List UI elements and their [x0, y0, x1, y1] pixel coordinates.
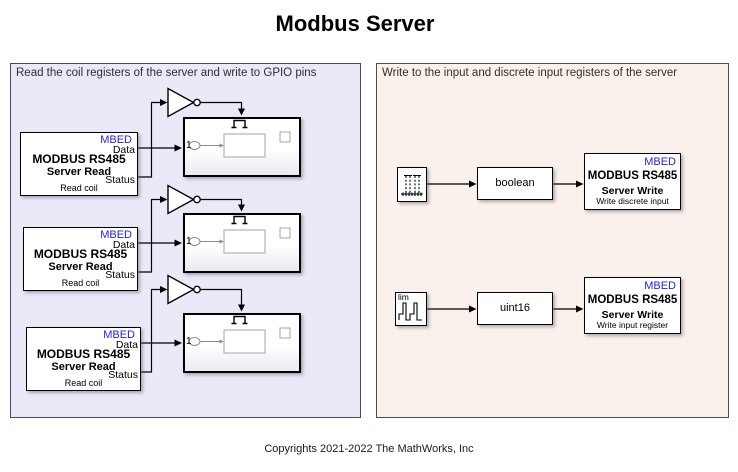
stair-sequence-source-block[interactable]: lim	[395, 292, 427, 326]
triggered-subsystem-block-2[interactable]: 1	[183, 213, 301, 273]
inport-number: 1	[186, 140, 192, 151]
block-subtitle: Server Read	[51, 361, 116, 373]
wire-trigger-1[interactable]	[200, 101, 245, 116]
triggered-subsystem-block-3[interactable]: 1	[183, 313, 301, 373]
inner-block-icon	[223, 229, 266, 254]
modbus-rs485-server-read-block-1[interactable]: MBED Data MODBUS RS485 Server Read Statu…	[20, 132, 138, 196]
block-title: MODBUS RS485	[36, 347, 131, 361]
not-gate-block-1[interactable]	[167, 87, 201, 118]
right-annotation-area[interactable]: Write to the input and discrete input re…	[376, 63, 729, 418]
data-output-port-label: Data	[115, 339, 138, 351]
wire-data-2[interactable]	[138, 239, 182, 247]
uint16-conversion-block[interactable]: uint16	[477, 292, 553, 325]
inport-number: 1	[186, 336, 192, 347]
mbed-tag: MBED	[100, 229, 132, 241]
wire-status-2[interactable]	[138, 196, 168, 273]
inner-wire-arrow	[219, 239, 224, 244]
wire-uint16-to-write[interactable]	[553, 305, 584, 313]
trigger-pulse-icon	[231, 119, 248, 129]
modbus-rs485-server-write-block-1[interactable]: MBED MODBUS RS485 Server Write Write dis…	[584, 153, 681, 210]
block-subtitle: Server Read	[48, 261, 113, 273]
right-annotation-caption: Write to the input and discrete input re…	[382, 67, 678, 79]
modbus-rs485-server-read-block-2[interactable]: MBED Data MODBUS RS485 Server Read Statu…	[23, 227, 138, 291]
pulse-train-icon	[401, 174, 423, 196]
subsystem-contents	[188, 119, 291, 158]
block-subtitle: Server Write	[601, 185, 664, 197]
status-output-port-label: Status	[105, 269, 135, 281]
triggered-subsystem-block-1[interactable]: 1	[183, 117, 301, 177]
source-limit-label: lim	[398, 292, 409, 302]
not-gate-block-2[interactable]	[167, 184, 201, 215]
inner-wire-arrow	[219, 339, 224, 344]
modbus-rs485-server-read-block-3[interactable]: MBED Data MODBUS RS485 Server Read Statu…	[26, 327, 141, 391]
mbed-tag: MBED	[644, 280, 676, 292]
subsystem-contents	[188, 215, 291, 254]
inport-number: 1	[186, 236, 192, 247]
mbed-tag: MBED	[644, 156, 676, 168]
not-gate-block-3[interactable]	[167, 274, 201, 305]
trigger-pulse-icon	[231, 315, 248, 325]
left-annotation-caption: Read the coil registers of the server an…	[16, 67, 317, 79]
block-function-label: Write discrete input	[596, 196, 669, 206]
data-output-port-label: Data	[112, 144, 135, 156]
inner-square-icon	[279, 327, 291, 339]
subsystem-contents	[188, 315, 291, 354]
block-title: MODBUS RS485	[33, 247, 128, 261]
modbus-rs485-server-write-block-2[interactable]: MBED MODBUS RS485 Server Write Write inp…	[584, 277, 681, 334]
status-output-port-label: Status	[105, 174, 135, 186]
wire-trigger-3[interactable]	[200, 288, 245, 312]
status-output-port-label: Status	[108, 369, 138, 381]
inner-block-icon	[223, 133, 266, 158]
wire-trigger-2[interactable]	[200, 198, 245, 212]
stair-sequence-icon	[398, 302, 422, 321]
wire-status-3[interactable]	[141, 286, 168, 373]
conversion-type-label: uint16	[500, 302, 530, 314]
inner-square-icon	[279, 131, 291, 143]
inner-block-icon	[223, 329, 266, 354]
block-subtitle: Server Write	[601, 309, 664, 321]
mbed-tag: MBED	[100, 134, 132, 146]
block-function-label: Write input register	[596, 320, 669, 330]
wire-data-3[interactable]	[141, 339, 182, 347]
inner-wire-arrow	[219, 143, 224, 148]
trigger-pulse-icon	[231, 215, 248, 225]
block-function-label: Read coil	[60, 183, 98, 193]
mbed-tag: MBED	[103, 329, 135, 341]
conversion-type-label: boolean	[495, 177, 535, 189]
copyright-note: Copyrights 2021-2022 The MathWorks, Inc	[264, 443, 474, 455]
block-subtitle: Server Read	[46, 166, 112, 178]
wire-data-1[interactable]	[138, 144, 182, 152]
diagram-title: Modbus Server	[275, 11, 435, 36]
block-title: MODBUS RS485	[587, 170, 678, 182]
block-function-label: Read coil	[64, 378, 103, 388]
wire-status-1[interactable]	[138, 99, 168, 178]
discrete-pulse-source-block[interactable]	[397, 167, 427, 202]
block-function-label: Read coil	[61, 278, 100, 288]
boolean-conversion-block[interactable]: boolean	[477, 167, 553, 200]
wire-source-to-uint16[interactable]	[427, 305, 477, 313]
block-title: MODBUS RS485	[32, 152, 126, 166]
wire-source-to-boolean[interactable]	[427, 180, 477, 188]
inner-square-icon	[279, 227, 291, 239]
data-output-port-label: Data	[112, 239, 135, 251]
wire-boolean-to-write[interactable]	[553, 180, 584, 188]
block-title: MODBUS RS485	[587, 294, 678, 306]
